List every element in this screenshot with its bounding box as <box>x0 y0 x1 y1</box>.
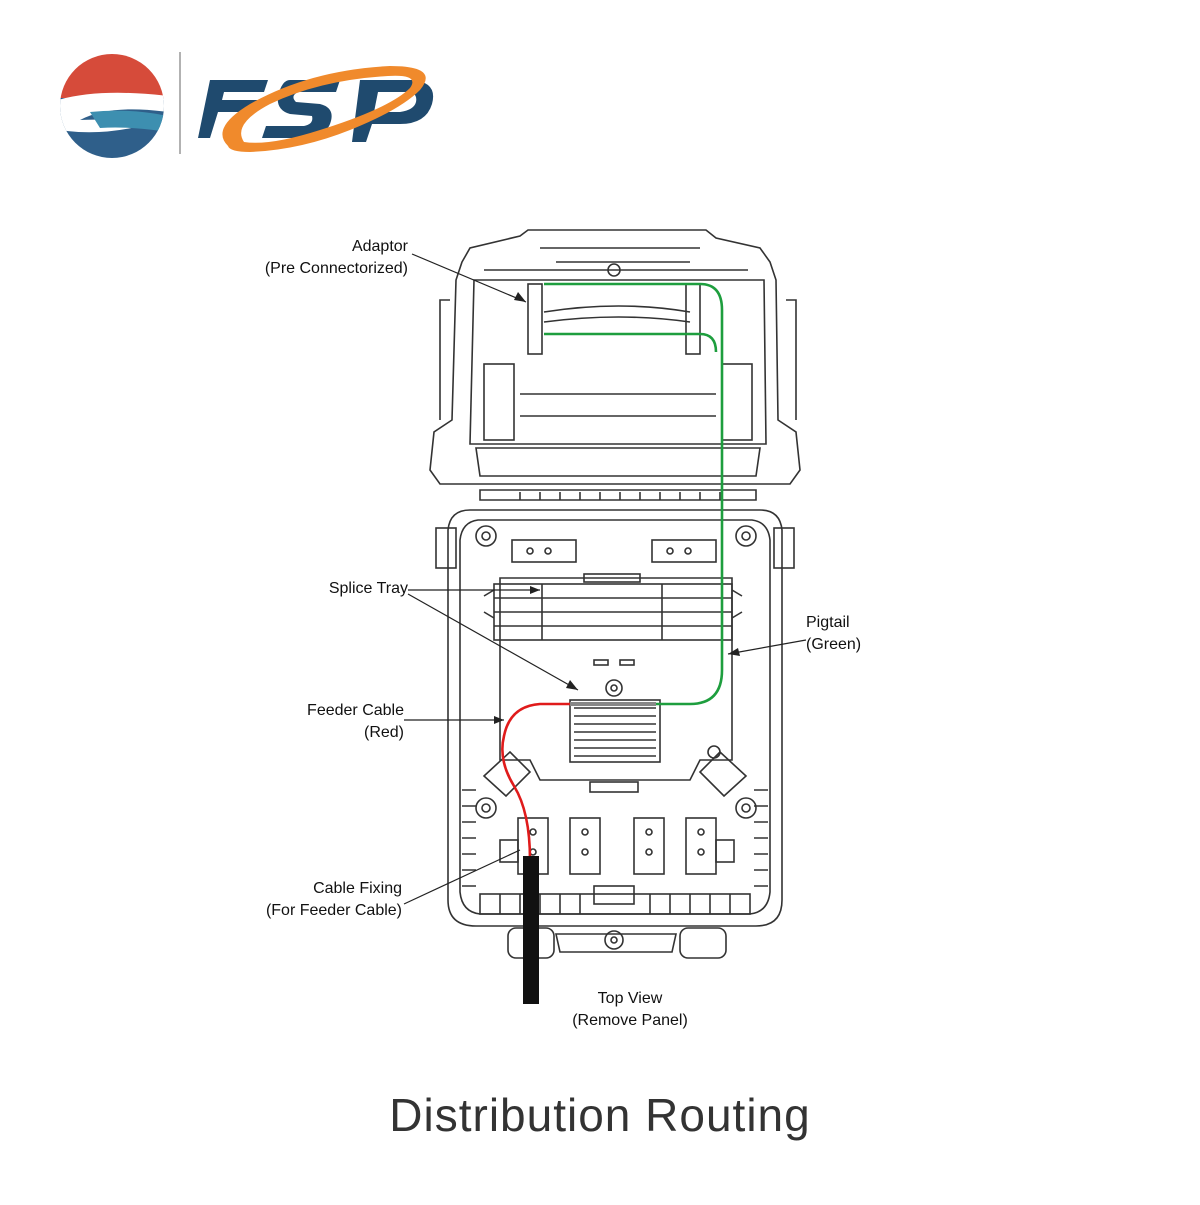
feeder-cable <box>501 702 570 861</box>
label-pigtail-line2: (Green) <box>806 636 862 653</box>
label-cable-fixing-line2: (For Feeder Cable) <box>265 902 402 919</box>
enclosure-base <box>435 509 795 959</box>
feeder-cable-jacket <box>523 856 539 1004</box>
leader-arrowheads <box>494 292 740 724</box>
leader-lines <box>403 253 807 905</box>
label-pigtail-line1: Pigtail <box>806 614 850 631</box>
label-feeder-cable: Feeder Cable (Red) <box>307 700 404 744</box>
diagram-caption: Distribution Routing <box>389 1089 811 1141</box>
label-adaptor-line1: Adaptor <box>351 238 408 255</box>
label-splice-tray: Splice Tray <box>329 578 408 600</box>
label-top-view-line1: Top View <box>597 990 663 1007</box>
label-top-view-line2: (Remove Panel) <box>572 1012 688 1029</box>
label-feeder-cable-line1: Feeder Cable <box>307 702 404 719</box>
label-adaptor-line2: (Pre Connectorized) <box>264 260 408 277</box>
label-splice-tray-line1: Splice Tray <box>328 580 408 597</box>
label-feeder-cable-line2: (Red) <box>363 724 404 741</box>
label-cable-fixing-line1: Cable Fixing <box>313 880 402 897</box>
label-pigtail: Pigtail (Green) <box>806 612 861 656</box>
fsp-wordmark-icon <box>198 66 434 152</box>
label-adaptor: Adaptor (Pre Connectorized) <box>265 236 408 280</box>
pigtail-cable <box>544 282 724 706</box>
brand-logo-icon <box>60 54 164 158</box>
enclosure-lid <box>429 229 801 501</box>
label-cable-fixing: Cable Fixing (For Feeder Cable) <box>266 878 402 922</box>
label-top-view: Top View (Remove Panel) <box>540 988 720 1032</box>
